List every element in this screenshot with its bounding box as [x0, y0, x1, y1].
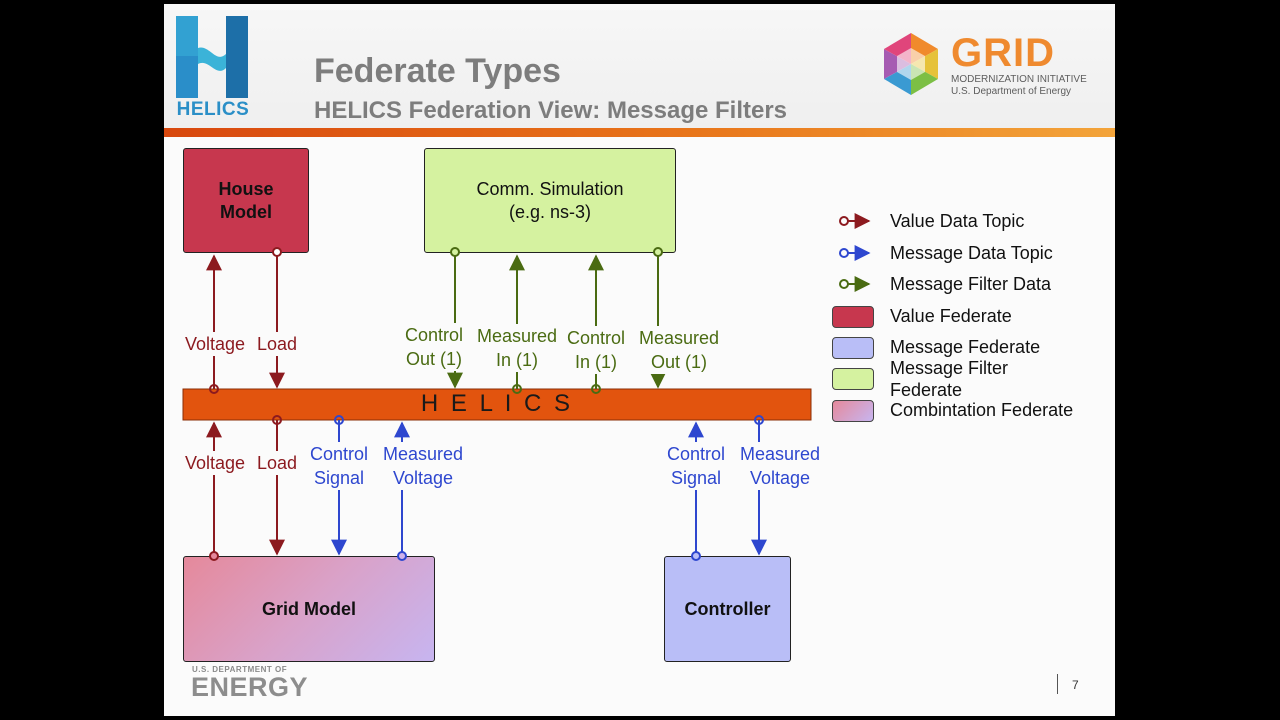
measured-voltage-left-label: Measured Voltage: [376, 442, 470, 490]
doe-logo-small-text: U.S. DEPARTMENT OF: [192, 665, 288, 674]
grid-measured-voltage-port: [397, 551, 407, 561]
legend-value-federate-swatch: [832, 306, 874, 328]
house-load-port: [272, 247, 282, 257]
legend-combination-federate: Combintation Federate: [890, 400, 1074, 420]
control-signal-right-label: Control Signal: [661, 442, 731, 490]
doe-logo-text: ENERGY: [191, 672, 309, 702]
logo-layer: [176, 16, 938, 98]
grid-control-signal-port: [334, 415, 344, 425]
grid-logo-line1: MODERNIZATION INITIATIVE: [951, 74, 1087, 85]
grid-logo-line2: U.S. Department of Energy: [951, 86, 1072, 97]
message-filter-data-icon: [839, 276, 871, 292]
legend-message-filter-federate: Message Filter Federate: [890, 358, 1009, 400]
house-model-box: House Model: [183, 148, 309, 253]
slide-header: [164, 4, 1115, 128]
comm-simulation-label: Comm. Simulation (e.g. ns-3): [476, 178, 624, 222]
grid-load-port: [272, 415, 282, 425]
legend-combination-federate-swatch: [832, 400, 874, 422]
comm-simulation-box: Comm. Simulation (e.g. ns-3): [424, 148, 676, 253]
message-data-topic-icon: [839, 245, 871, 261]
grid-voltage-port: [209, 551, 219, 561]
legend-message-filter-federate-swatch: [832, 368, 874, 390]
controller-label: Controller: [684, 598, 771, 619]
helics-logo-icon: [176, 16, 248, 98]
slide-subtitle: HELICS Federation View: Message Filters: [314, 97, 788, 124]
header-accent-bar: [164, 128, 1115, 137]
upper-load-label: Load: [252, 332, 302, 356]
grid-model-label: Grid Model: [262, 598, 356, 619]
legend-message-federate-swatch: [832, 337, 874, 359]
measured-in-label: Measured In (1): [473, 324, 561, 372]
lower-load-label: Load: [252, 451, 302, 475]
lower-voltage-label: Voltage: [180, 451, 250, 475]
grid-logo-title: GRID: [951, 31, 1055, 75]
helics-bus: [182, 388, 812, 421]
legend-value-data-topic: Value Data Topic: [890, 211, 1025, 231]
control-in-label: Control In (1): [562, 326, 630, 374]
grid-logo-icon: [884, 33, 938, 95]
legend-message-federate: Message Federate: [890, 337, 1041, 357]
control-out-port: [450, 247, 460, 257]
measured-in-port: [512, 384, 522, 394]
controller-measured-voltage-port: [754, 415, 764, 425]
control-signal-left-label: Control Signal: [304, 442, 374, 490]
upper-voltage-label: Voltage: [180, 332, 250, 356]
legend-message-data-topic: Message Data Topic: [890, 243, 1053, 263]
control-in-port: [591, 384, 601, 394]
house-voltage-port: [209, 384, 219, 394]
slide: HELICS Federate Types HELICS Federation …: [164, 4, 1115, 716]
measured-out-label: Measured Out (1): [634, 326, 724, 374]
control-out-label: Control Out (1): [398, 323, 470, 371]
helics-logo-text: HELICS: [176, 99, 250, 120]
page-number: 7: [1072, 678, 1079, 692]
controller-box: Controller: [664, 556, 791, 662]
slide-title: Federate Types: [314, 52, 561, 90]
value-data-topic-icon: [839, 213, 871, 229]
legend-message-filter-data: Message Filter Data: [890, 274, 1052, 294]
page-number-divider: [1057, 674, 1058, 694]
grid-model-box: Grid Model: [183, 556, 435, 662]
legend-value-federate: Value Federate: [890, 306, 1012, 326]
house-model-label: House Model: [218, 178, 274, 222]
controller-control-signal-port: [691, 551, 701, 561]
measured-voltage-right-label: Measured Voltage: [733, 442, 827, 490]
measured-out-port: [653, 247, 663, 257]
helics-bus-label: H E L I C S: [420, 390, 574, 417]
